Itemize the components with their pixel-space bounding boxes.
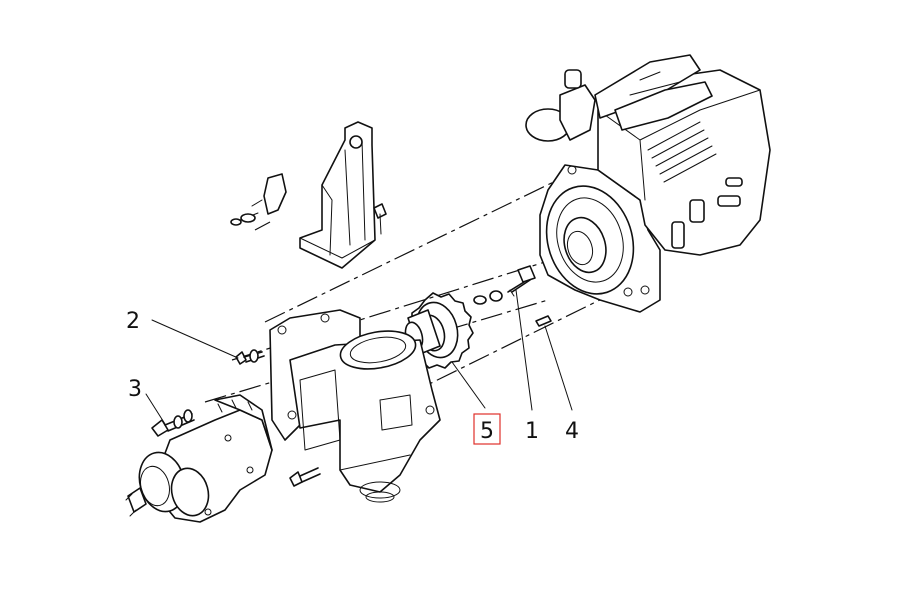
engine-assembly [525, 54, 771, 313]
pin-part-4 [535, 315, 552, 327]
callout-1: 1 [525, 419, 539, 444]
leader-lines [145, 289, 573, 425]
mounting-bracket [230, 121, 387, 269]
hydraulic-pump [125, 394, 273, 523]
callout-4: 4 [565, 419, 579, 444]
callout-5-highlight-box [473, 413, 501, 445]
callout-2: 2 [126, 309, 140, 334]
screws [151, 349, 321, 487]
callouts: 2 3 5 1 4 [126, 309, 579, 445]
bolt-part-1 [473, 265, 536, 305]
gearbox-housing [269, 309, 441, 503]
callout-3: 3 [128, 377, 142, 402]
callout-5: 5 [480, 419, 494, 444]
